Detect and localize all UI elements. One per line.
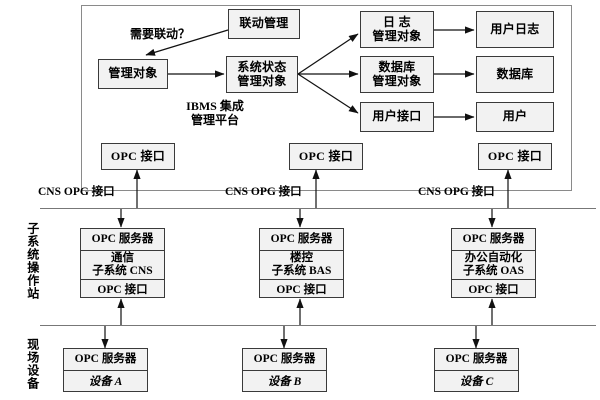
node-user-log[interactable]: 用户日志	[476, 11, 554, 48]
device-opc-server-label: OPC 服务器	[435, 349, 518, 371]
device-name-label: 设备 A	[88, 375, 123, 388]
node-managed-object[interactable]: 管理对象	[98, 59, 168, 89]
platform-opc-interface-1[interactable]: OPC 接口	[101, 143, 175, 170]
node-user[interactable]: 用户	[476, 102, 554, 132]
subsystem-opc-interface-label: OPC 接口	[97, 284, 148, 297]
device-module-b[interactable]: OPC 服务器 设备 B	[242, 348, 327, 392]
subsystem-name-label: 通信 子系统 CNS	[81, 251, 164, 280]
subsystem-opc-server-label: OPC 服务器	[452, 229, 535, 251]
subsystem-name-label: 办公自动化 子系统 OAS	[452, 251, 535, 280]
subsystem-opc-interface-label: OPC 接口	[468, 284, 519, 297]
platform-opc-interface-3[interactable]: OPC 接口	[478, 143, 552, 170]
node-database-management-object[interactable]: 数据库 管理对象	[360, 56, 434, 93]
ibms-platform-frame	[81, 5, 572, 191]
device-opc-server-label: OPC 服务器	[64, 349, 147, 371]
device-name-label: 设备 C	[459, 375, 494, 388]
subsystem-module-cns[interactable]: OPC 服务器 通信 子系统 CNS OPC 接口	[80, 228, 165, 298]
cns-opg-bus-line	[40, 208, 596, 209]
node-log-management-object[interactable]: 日 志 管理对象	[360, 11, 434, 48]
subsystem-opc-server-label: OPC 服务器	[260, 229, 343, 251]
device-module-a[interactable]: OPC 服务器 设备 A	[63, 348, 148, 392]
device-module-c[interactable]: OPC 服务器 设备 C	[434, 348, 519, 392]
subsystem-opc-server-label: OPC 服务器	[81, 229, 164, 251]
subsystem-module-oas[interactable]: OPC 服务器 办公自动化 子系统 OAS OPC 接口	[451, 228, 536, 298]
subsystem-module-bas[interactable]: OPC 服务器 楼控 子系统 BAS OPC 接口	[259, 228, 344, 298]
condition-label-linkage: 需要联动？	[129, 27, 190, 41]
device-opc-server-label: OPC 服务器	[243, 349, 326, 371]
layer-label-field-device: 现场设备	[25, 338, 40, 390]
platform-opc-interface-2[interactable]: OPC 接口	[289, 143, 363, 170]
layer-label-subsystem-station: 子系统操作站	[25, 222, 40, 300]
subsystem-opc-interface-label: OPC 接口	[276, 284, 327, 297]
bus-label-cns-opg-2: CNS OPG 接口	[225, 186, 302, 198]
device-name-label: 设备 B	[267, 375, 302, 388]
field-device-bus-line	[40, 325, 596, 326]
node-linkage-management[interactable]: 联动管理	[228, 9, 300, 39]
subsystem-name-label: 楼控 子系统 BAS	[260, 251, 343, 280]
bus-label-cns-opg-1: CNS OPG 接口	[38, 186, 115, 198]
platform-caption: IBMS 集成 管理平台	[186, 99, 244, 127]
node-database[interactable]: 数据库	[476, 56, 554, 93]
bus-label-cns-opg-3: CNS OPG 接口	[418, 186, 495, 198]
node-system-state-object[interactable]: 系统状态 管理对象	[226, 56, 298, 93]
node-user-interface[interactable]: 用户接口	[360, 102, 434, 132]
